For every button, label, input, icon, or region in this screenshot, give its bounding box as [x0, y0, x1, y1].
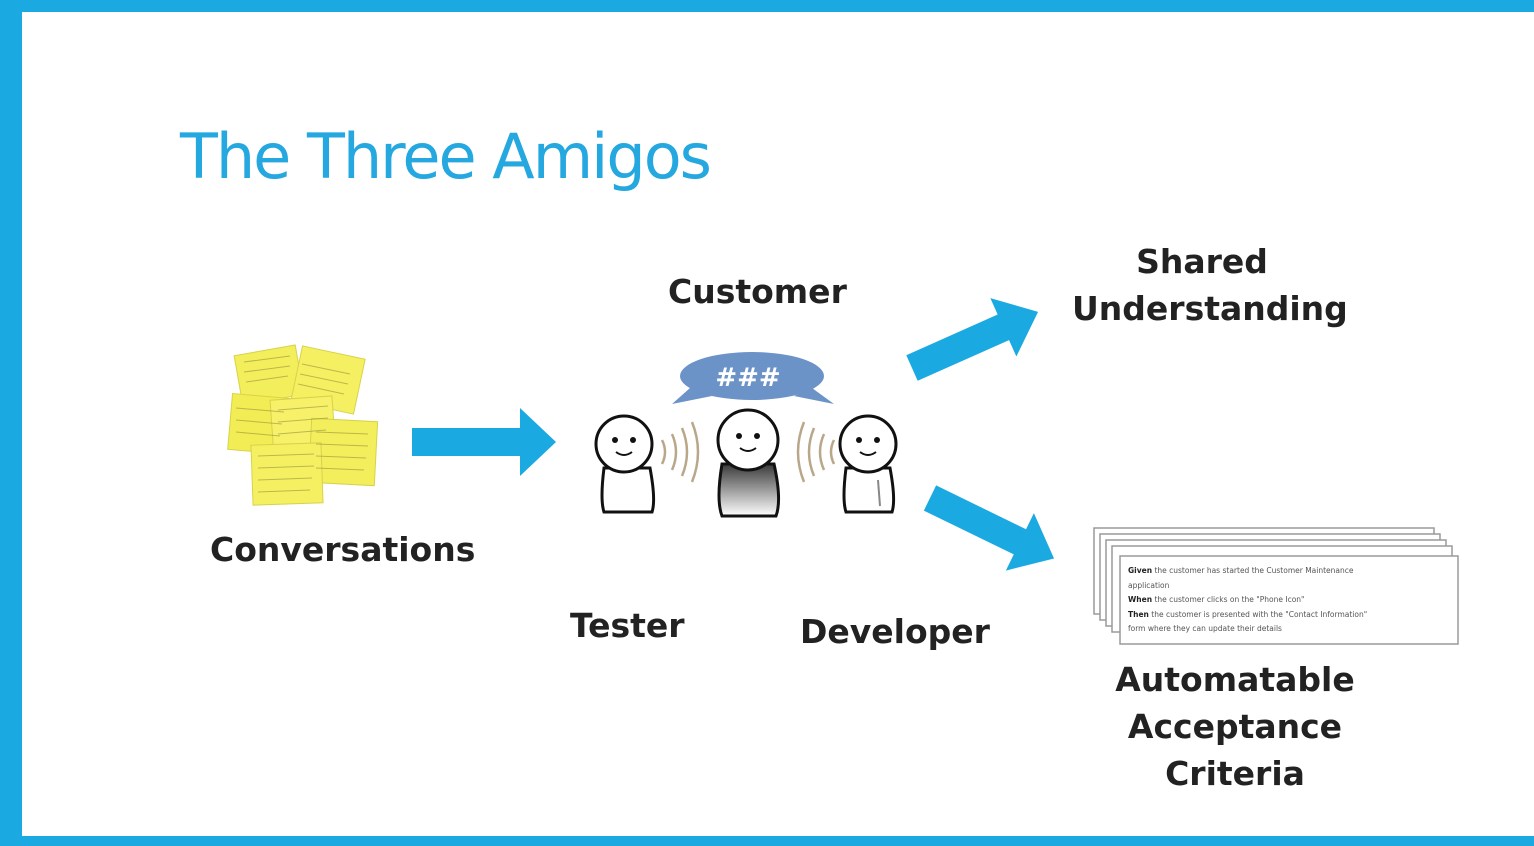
shared-understanding-line: Understanding — [1072, 289, 1348, 328]
speech-bubble-text: ### — [715, 363, 780, 393]
acceptance-criteria-line: Acceptance — [1127, 707, 1343, 746]
acceptance-card-stack-icon — [1093, 527, 1459, 645]
arrow-right-icon — [412, 408, 556, 476]
sound-waves-icon — [796, 421, 836, 483]
developer-label: Developer — [800, 612, 990, 651]
arrow-up-right-icon — [906, 298, 1039, 381]
shared-understanding-label: Shared Understanding — [1072, 238, 1348, 332]
acceptance-card-line: application — [1128, 580, 1170, 590]
slide-title: The Three Amigos — [180, 120, 712, 193]
acceptance-card-line: When the customer clicks on the "Phone I… — [1128, 595, 1305, 605]
sticky-notes-icon — [227, 344, 379, 506]
developer-figure-icon — [838, 414, 898, 514]
speech-bubble-icon — [672, 352, 834, 404]
shared-understanding-line: Shared — [1136, 242, 1268, 281]
tester-label: Tester — [570, 606, 685, 645]
acceptance-criteria-line: Criteria — [1165, 754, 1305, 793]
acceptance-card-line: Given the customer has started the Custo… — [1128, 566, 1354, 575]
tester-figure-icon — [594, 414, 656, 514]
acceptance-criteria-line: Automatable — [1115, 660, 1355, 699]
customer-label: Customer — [668, 272, 847, 311]
conversations-label: Conversations — [210, 530, 476, 569]
acceptance-card-line: form where they can update their details — [1128, 624, 1282, 634]
acceptance-card-line: Then the customer is presented with the … — [1128, 609, 1368, 619]
arrow-down-right-icon — [923, 485, 1055, 571]
acceptance-card-text: Given the customer has started the Custo… — [1128, 564, 1452, 637]
sound-waves-icon — [660, 421, 700, 483]
customer-figure-icon — [716, 408, 781, 518]
acceptance-criteria-label: Automatable Acceptance Criteria — [1110, 656, 1360, 797]
